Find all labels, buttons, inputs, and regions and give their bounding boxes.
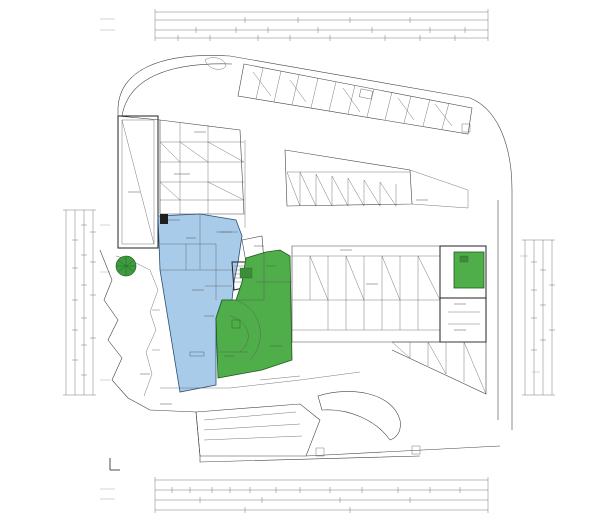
bottom-dimension-chains (100, 477, 489, 513)
blue-zone (157, 213, 243, 393)
green-room-right (453, 251, 485, 289)
right-parking-grid (291, 245, 487, 395)
top-dimension-chains (100, 9, 489, 41)
middle-parking-row (284, 149, 469, 209)
upper-parking-strip (237, 63, 473, 135)
lower-curves (149, 371, 501, 463)
left-terrace (99, 249, 160, 411)
left-parking-wing (117, 115, 246, 249)
left-dimension-chains (63, 209, 110, 396)
tree-icon (115, 255, 137, 277)
right-dimension-chains (520, 239, 555, 396)
north-arrow-icon (109, 458, 120, 471)
room-label-marks (128, 131, 466, 405)
